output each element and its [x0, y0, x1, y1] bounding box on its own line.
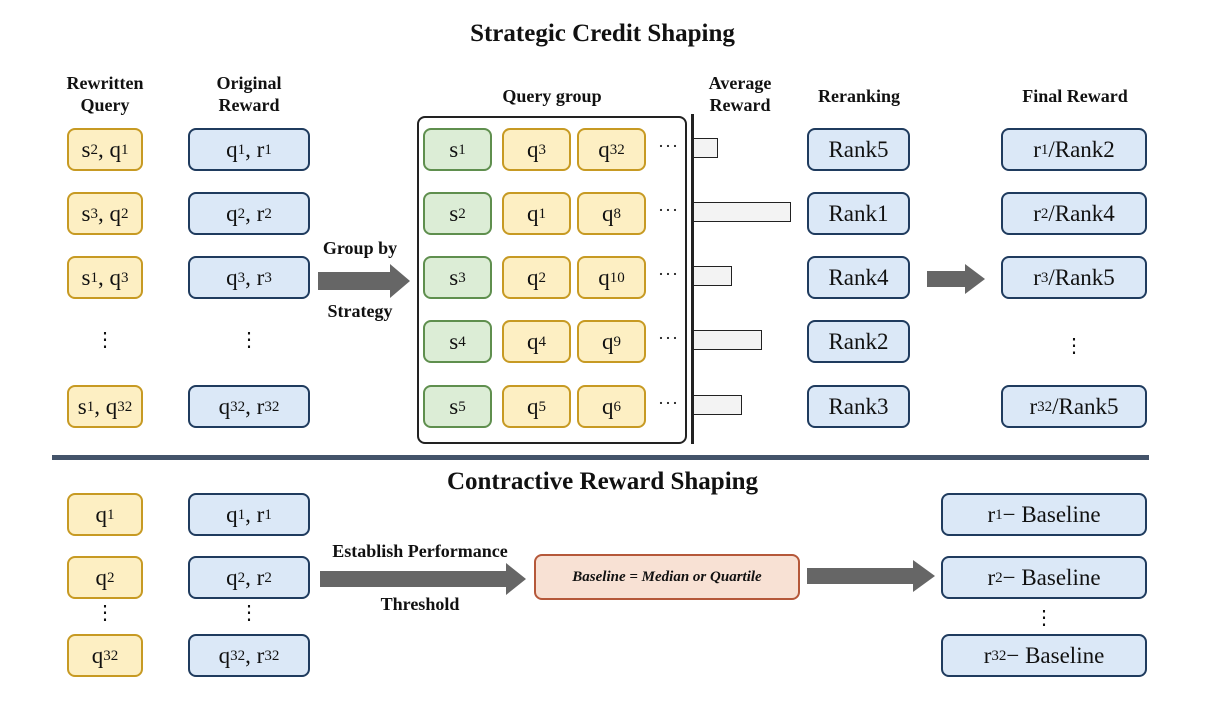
ellipsis-bottom-original: ⋮	[239, 602, 259, 624]
average-reward-axis	[691, 114, 694, 444]
header-original-reward: Original Reward	[216, 73, 282, 115]
section-divider	[52, 455, 1149, 460]
rank-box: Rank4	[807, 256, 910, 299]
ellipsis-final: ⋮	[1064, 335, 1084, 357]
header-rewritten-query: Rewritten Query	[66, 73, 144, 115]
rank-box: Rank5	[807, 128, 910, 171]
header-average-reward: Average Reward	[708, 73, 772, 115]
establish-arrow	[320, 563, 526, 595]
group-more-ellipsis: ···	[658, 264, 679, 284]
header-reranking: Reranking	[817, 86, 900, 106]
contractive-title: Contractive Reward Shaping	[446, 468, 759, 495]
strategic-title: Strategic Credit Shaping	[470, 20, 735, 47]
rank-box: Rank3	[807, 385, 910, 428]
average-reward-bar	[693, 138, 718, 158]
rank-box: Rank1	[807, 192, 910, 235]
baseline-arrow	[807, 560, 935, 592]
average-reward-bar	[693, 330, 762, 350]
ellipsis-original: ⋮	[239, 329, 259, 351]
label-establish: Establish Performance	[332, 541, 508, 561]
group-more-ellipsis: ···	[658, 136, 679, 156]
label-strategy: Strategy	[327, 301, 393, 321]
average-reward-bar	[693, 266, 732, 286]
average-reward-bar	[693, 395, 742, 415]
group-more-ellipsis: ···	[658, 200, 679, 220]
ellipsis-bottom-query: ⋮	[95, 602, 115, 624]
group-more-ellipsis: ···	[658, 328, 679, 348]
rank-box: Rank2	[807, 320, 910, 363]
query-group-frame	[417, 116, 687, 444]
ellipsis-bottom-result: ⋮	[1034, 607, 1054, 629]
average-reward-bar	[693, 202, 791, 222]
header-query-group: Query group	[502, 86, 602, 106]
group-by-arrow	[318, 264, 410, 298]
group-more-ellipsis: ···	[658, 393, 679, 413]
label-group-by: Group by	[322, 238, 398, 258]
rerank-arrow	[927, 264, 985, 294]
baseline-box: Baseline = Median or Quartile	[534, 554, 800, 600]
header-final-reward: Final Reward	[1022, 86, 1128, 106]
label-threshold: Threshold	[380, 594, 460, 614]
ellipsis-rewritten: ⋮	[95, 329, 115, 351]
